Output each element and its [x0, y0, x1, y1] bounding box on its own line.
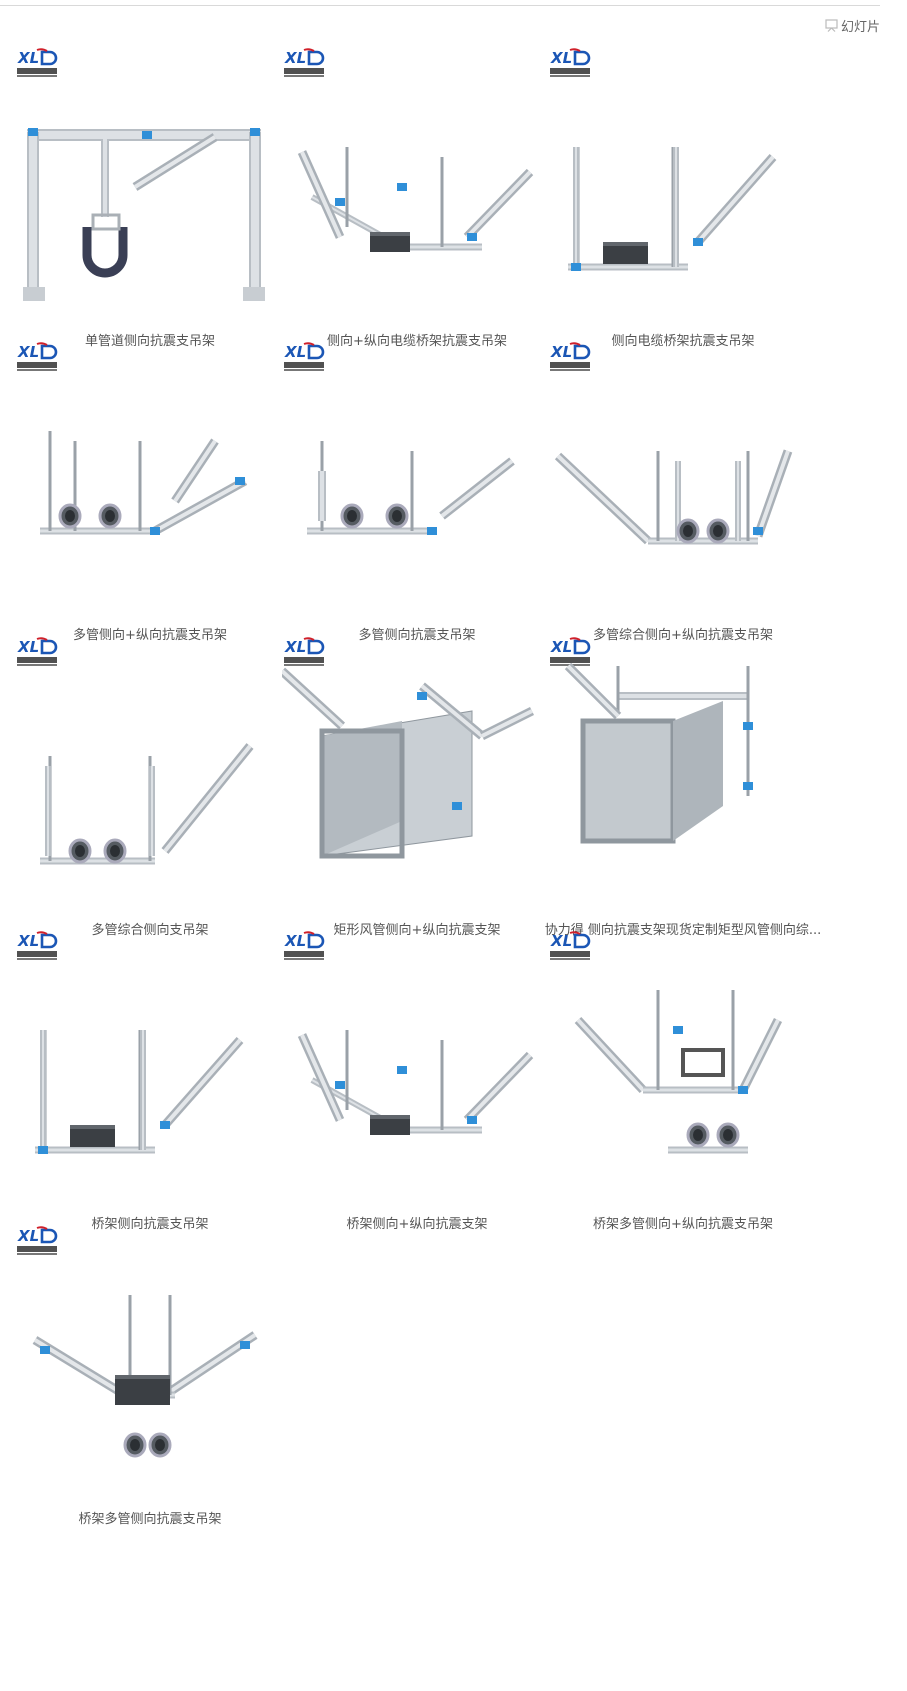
svg-text:XL: XL: [17, 1227, 39, 1245]
product-image[interactable]: XL: [548, 47, 810, 309]
product-card[interactable]: XL 桥架侧向+纵向抗震支架: [277, 930, 547, 1232]
slideshow-label: 幻灯片: [840, 20, 880, 35]
product-image[interactable]: XL: [282, 341, 544, 603]
svg-text:XL: XL: [284, 932, 306, 950]
brand-logo: XL: [284, 48, 325, 77]
product-card[interactable]: XL 多管综合侧向+纵向抗震支吊架: [543, 341, 813, 643]
product-image[interactable]: XL: [548, 636, 810, 898]
brand-logo: XL: [17, 637, 58, 666]
brand-logo: XL: [17, 48, 58, 77]
svg-text:XL: XL: [284, 638, 306, 656]
slideshow-icon: [825, 19, 838, 32]
brand-logo: XL: [550, 637, 591, 666]
product-card[interactable]: XL 多管综合侧向支吊架: [10, 636, 280, 938]
product-card[interactable]: XL 桥架多管侧向抗震支吊架: [10, 1225, 280, 1527]
brand-logo: XL: [284, 637, 325, 666]
svg-text:XL: XL: [17, 638, 39, 656]
product-card[interactable]: XL 协力得 侧向抗震支架现货定制矩型风管侧向综...: [543, 636, 821, 938]
brand-logo: XL: [550, 342, 591, 371]
svg-text:XL: XL: [284, 343, 306, 361]
brand-logo: XL: [17, 1226, 58, 1255]
product-image[interactable]: XL: [15, 341, 277, 603]
brand-logo: XL: [284, 931, 325, 960]
product-image[interactable]: XL: [15, 930, 277, 1192]
svg-text:XL: XL: [550, 343, 572, 361]
top-divider: [0, 5, 880, 6]
brand-logo: XL: [550, 931, 591, 960]
product-image[interactable]: XL: [15, 636, 277, 898]
svg-text:XL: XL: [17, 932, 39, 950]
product-image[interactable]: XL: [15, 1225, 277, 1487]
product-card[interactable]: XL 多管侧向+纵向抗震支吊架: [10, 341, 280, 643]
product-card[interactable]: XL 侧向+纵向电缆桥架抗震支吊架: [277, 47, 547, 349]
brand-logo: XL: [284, 342, 325, 371]
product-card[interactable]: XL 单管道侧向抗震支吊架: [10, 47, 280, 349]
slideshow-button[interactable]: 幻灯片: [825, 16, 880, 35]
product-caption[interactable]: 桥架侧向+纵向抗震支架: [346, 1217, 488, 1232]
product-card[interactable]: XL 多管侧向抗震支吊架: [277, 341, 547, 643]
product-caption[interactable]: 桥架多管侧向+纵向抗震支吊架: [593, 1217, 773, 1232]
product-card[interactable]: XL 矩形风管侧向+纵向抗震支架: [277, 636, 547, 938]
svg-text:XL: XL: [284, 49, 306, 67]
svg-text:XL: XL: [550, 49, 572, 67]
product-image[interactable]: XL: [282, 47, 544, 309]
product-card[interactable]: XL 侧向电缆桥架抗震支吊架: [543, 47, 813, 349]
product-card[interactable]: XL 桥架多管侧向+纵向抗震支吊架: [543, 930, 813, 1232]
svg-text:XL: XL: [550, 932, 572, 950]
product-card[interactable]: XL 桥架侧向抗震支吊架: [10, 930, 280, 1232]
brand-logo: XL: [17, 342, 58, 371]
product-image[interactable]: XL: [282, 930, 544, 1192]
product-caption[interactable]: 桥架多管侧向抗震支吊架: [78, 1512, 222, 1527]
product-image[interactable]: XL: [548, 930, 810, 1192]
svg-text:XL: XL: [550, 638, 572, 656]
brand-logo: XL: [17, 931, 58, 960]
product-image[interactable]: XL: [282, 636, 544, 898]
brand-logo: XL: [550, 48, 591, 77]
product-image[interactable]: XL: [15, 47, 277, 309]
svg-text:XL: XL: [17, 49, 39, 67]
product-image[interactable]: XL: [548, 341, 810, 603]
svg-text:XL: XL: [17, 343, 39, 361]
